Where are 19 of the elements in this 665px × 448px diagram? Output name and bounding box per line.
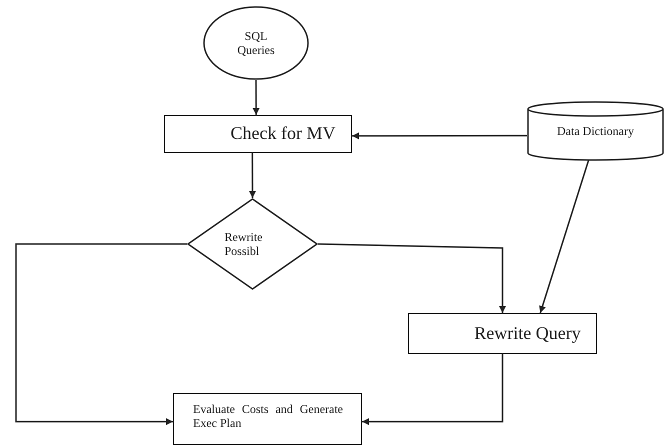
node-label: Data Dictionary bbox=[557, 124, 634, 138]
database-cylinder bbox=[527, 102, 664, 160]
node-label: Rewrite Possibl bbox=[224, 230, 264, 258]
arrow bbox=[362, 354, 504, 426]
start-ellipse bbox=[203, 6, 309, 80]
node-label: SQL Queries bbox=[236, 28, 276, 58]
arrow bbox=[15, 243, 187, 426]
arrow bbox=[352, 132, 527, 140]
arrow bbox=[248, 153, 256, 198]
arrow bbox=[252, 80, 260, 115]
decision-diamond bbox=[187, 198, 318, 290]
process-box bbox=[408, 313, 597, 354]
arrow bbox=[318, 243, 506, 313]
process-box bbox=[173, 393, 362, 445]
arrow bbox=[539, 160, 590, 314]
node-label: Rewrite Query bbox=[473, 322, 581, 344]
node-label: Check for MV bbox=[230, 123, 336, 145]
node-label: Evaluate Costs and Generate Exec Plan bbox=[193, 402, 343, 431]
process-box bbox=[164, 115, 352, 153]
